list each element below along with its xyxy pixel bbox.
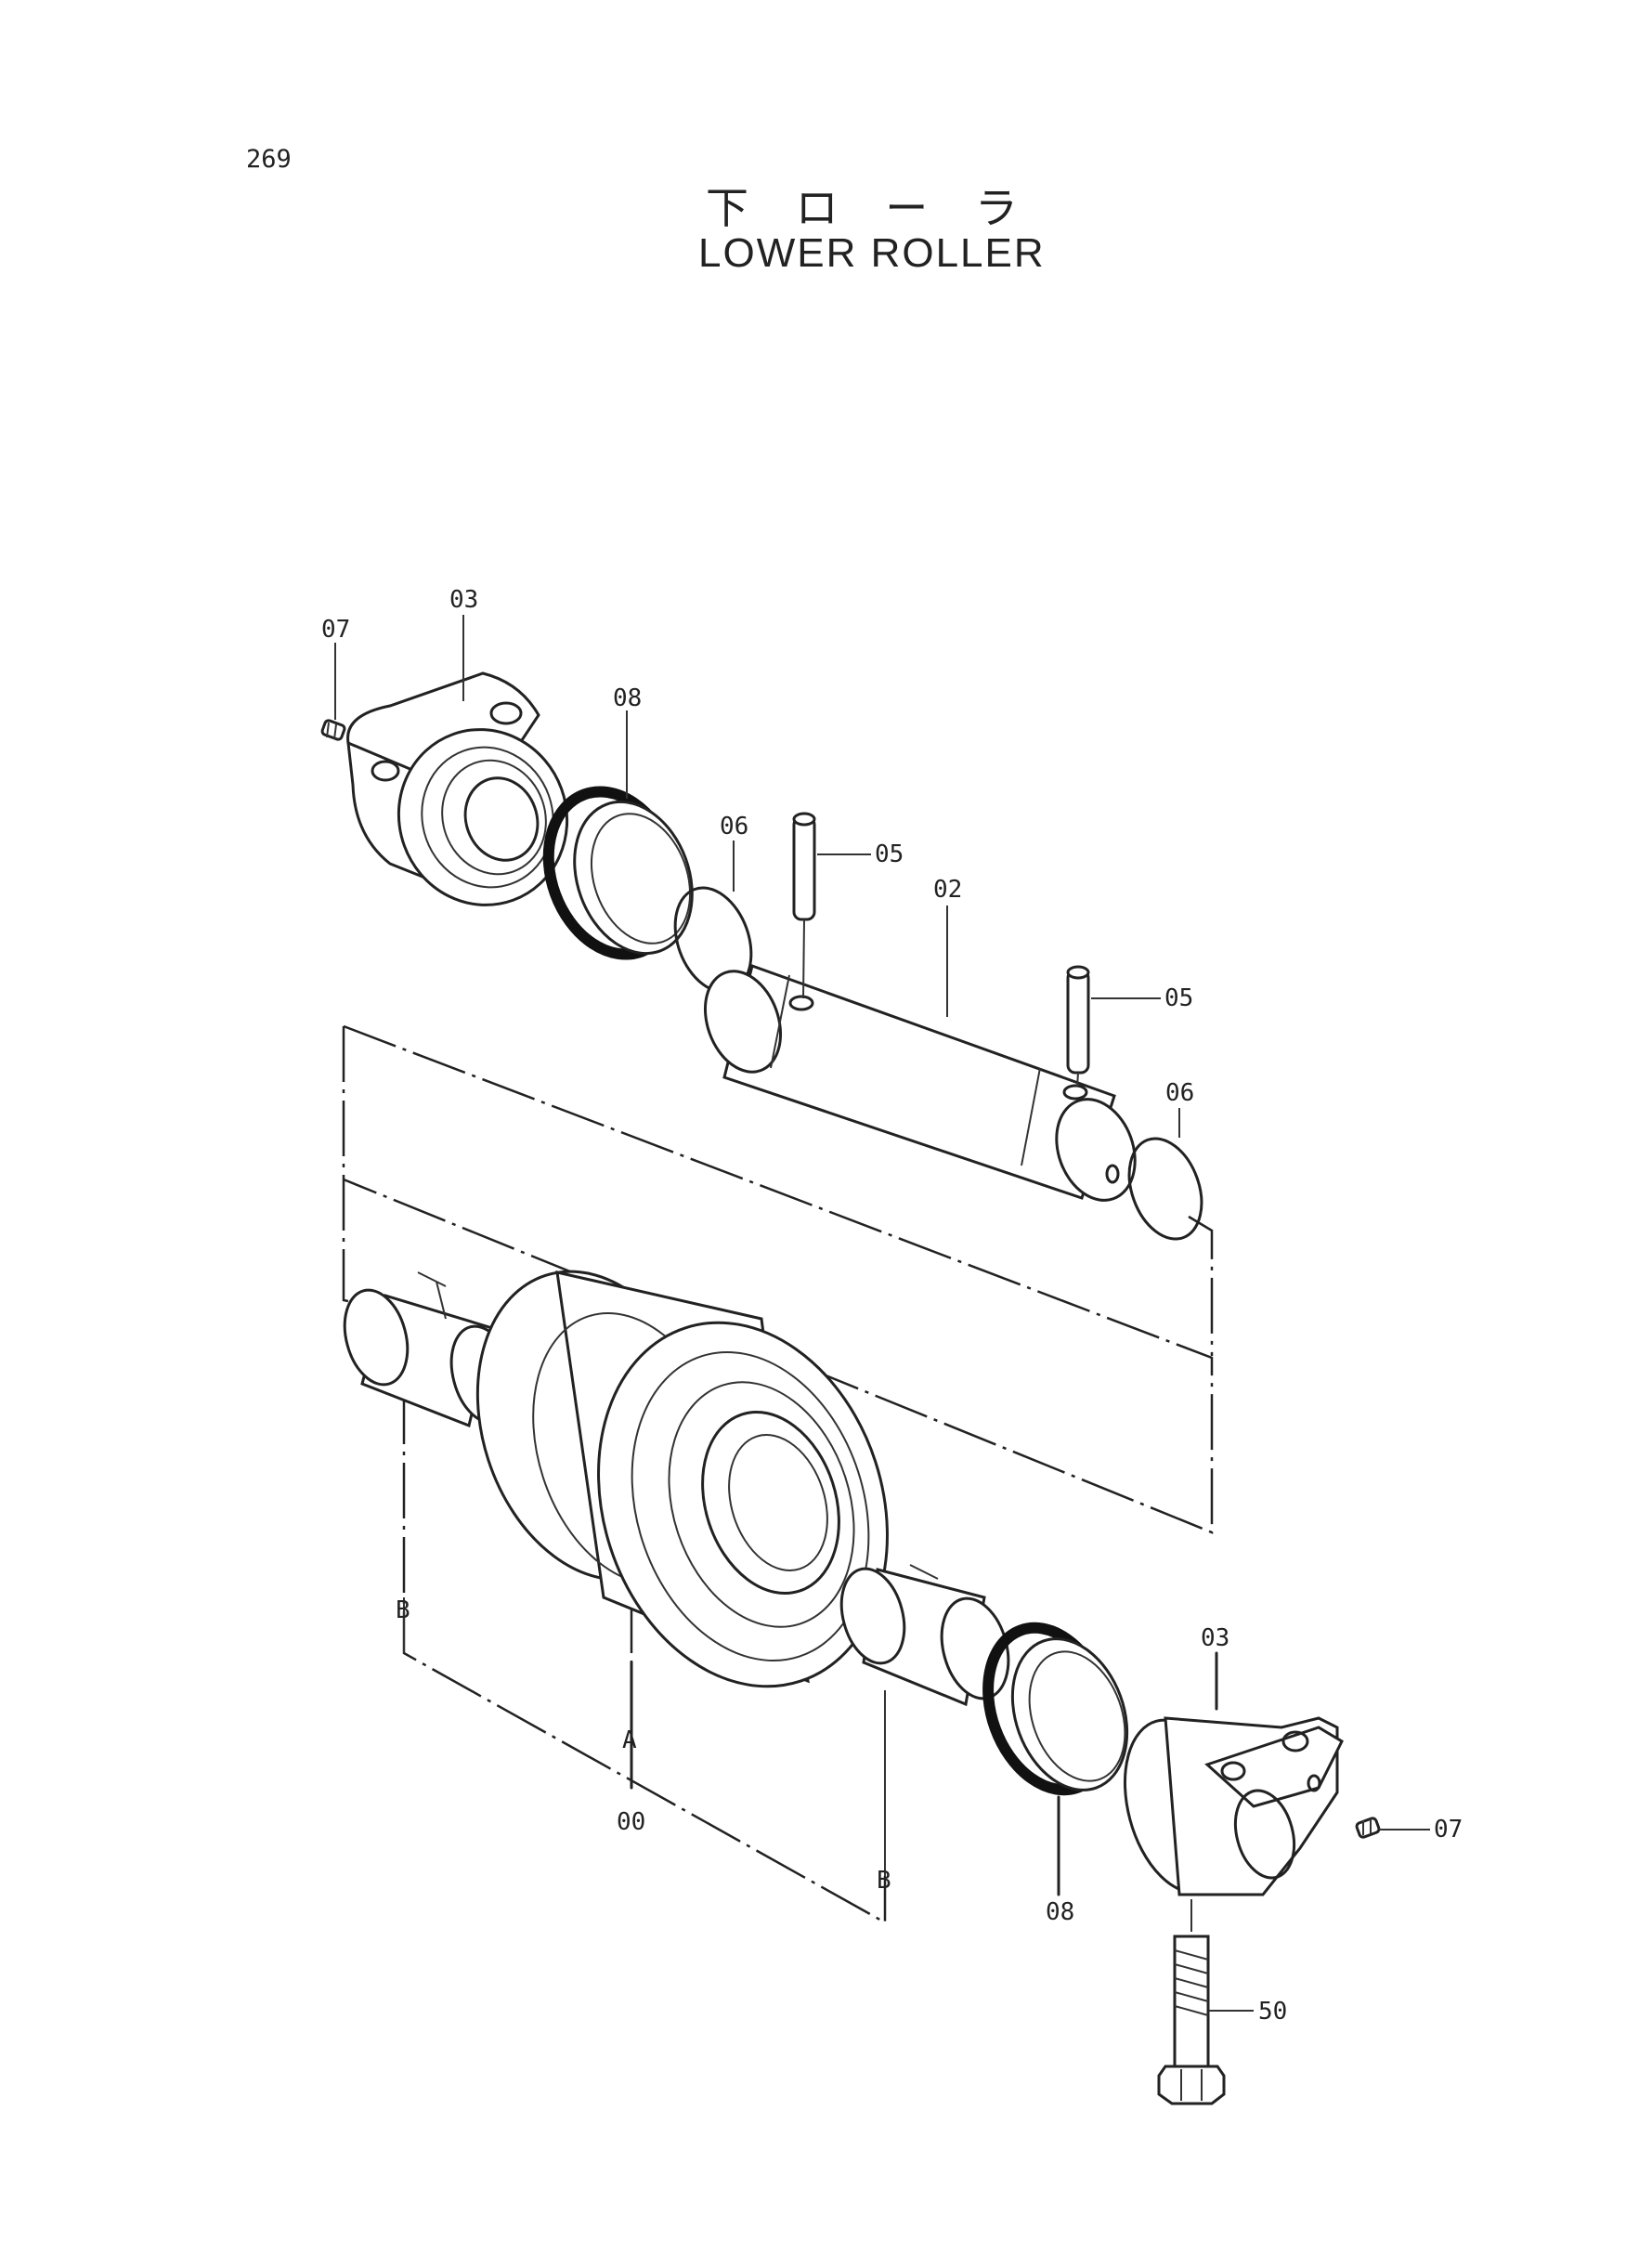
pin-lower	[1066, 965, 1090, 1088]
callout-05-lower: 05	[1164, 984, 1193, 1012]
set-screw-lower	[1355, 1817, 1381, 1839]
callout-07-upper: 07	[321, 616, 350, 644]
callout-07-lower: 07	[1434, 1816, 1463, 1844]
callout-b-left: B	[396, 1596, 410, 1624]
title-english: LOWER ROLLER	[698, 230, 1046, 276]
leader-lines	[334, 615, 1430, 2012]
callout-a: A	[622, 1726, 637, 1754]
callout-08-lower: 08	[1046, 1898, 1074, 1926]
collar-upper	[346, 671, 569, 906]
callout-02: 02	[933, 876, 962, 904]
page-number: 269	[246, 145, 292, 174]
roller-body	[475, 1270, 889, 1790]
floating-seal-upper	[542, 786, 694, 960]
shaft	[703, 964, 1137, 1202]
callout-50: 50	[1258, 1998, 1287, 2026]
callout-06-lower: 06	[1165, 1079, 1194, 1107]
title-japanese: 下 ロ ー ラ	[706, 183, 1034, 233]
collar-lower	[1123, 1651, 1344, 1896]
callout-08-upper: 08	[613, 684, 642, 712]
callout-06-upper: 06	[720, 813, 748, 840]
o-ring-lower	[1127, 1137, 1203, 1241]
floating-seal-lower	[982, 1622, 1129, 1896]
callout-03-lower: 03	[1201, 1624, 1229, 1652]
callout-00: 00	[617, 1808, 645, 1836]
pin-upper	[792, 812, 816, 999]
callout-03-upper: 03	[449, 586, 478, 614]
callout-05-upper: 05	[875, 840, 904, 868]
callout-b-right: B	[877, 1867, 891, 1895]
set-screw-upper	[320, 719, 346, 741]
bolt	[1157, 1899, 1226, 2105]
